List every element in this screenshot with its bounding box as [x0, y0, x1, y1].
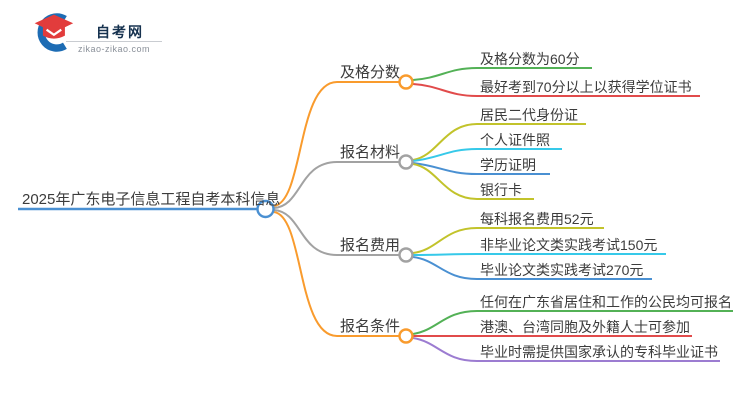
- leaf-label-pass-60[interactable]: 及格分数为60分: [480, 51, 580, 67]
- site-name: 自考网: [96, 24, 144, 40]
- leaf-label-bank-card[interactable]: 银行卡: [480, 182, 522, 198]
- branch-curve-passing-score: [273, 81, 399, 207]
- branch-label-passing-score[interactable]: 及格分数: [340, 64, 401, 81]
- branch-curve-conditions: [273, 211, 399, 337]
- leaf-line-pass-60: [412, 67, 592, 81]
- leaf-label-edu-proof[interactable]: 学历证明: [480, 157, 536, 173]
- branch-label-conditions[interactable]: 报名条件: [340, 318, 401, 335]
- leaf-line-diploma: [412, 337, 720, 362]
- leaf-line-residents: [412, 310, 733, 335]
- leaf-line-fee-52: [412, 227, 604, 254]
- leaf-line-edu-proof: [412, 162, 550, 175]
- branch-label-fees[interactable]: 报名费用: [340, 237, 401, 254]
- leaf-line-degree-70: [412, 83, 700, 97]
- leaf-label-degree-70[interactable]: 最好考到70分以上以获得学位证书: [480, 79, 692, 95]
- leaf-line-id-card: [412, 123, 586, 161]
- leaf-line-fee-270: [412, 256, 652, 280]
- graduation-cap-icon: [34, 13, 74, 52]
- leaf-label-residents[interactable]: 任何在广东省居住和工作的公民均可报名: [480, 294, 732, 310]
- branch-node-circle-fees[interactable]: [398, 247, 414, 263]
- leaf-label-fee-150[interactable]: 非毕业论文类实践考试150元: [480, 237, 658, 253]
- root-node-circle[interactable]: [256, 199, 275, 219]
- leaf-line-fee-150: [412, 253, 666, 256]
- leaf-label-fee-270[interactable]: 毕业论文类实践考试270元: [480, 262, 644, 278]
- leaf-label-fee-52[interactable]: 每科报名费用52元: [480, 211, 594, 227]
- site-logo[interactable]: 自考网 zikao-zikao.com: [30, 8, 180, 58]
- branch-node-circle-materials[interactable]: [398, 154, 414, 170]
- branch-node-circle-passing-score[interactable]: [398, 74, 414, 90]
- site-domain: zikao-zikao.com: [77, 44, 151, 54]
- root-topic-label[interactable]: 2025年广东电子信息工程自考本科信息: [22, 191, 281, 208]
- branch-node-circle-conditions[interactable]: [398, 328, 414, 344]
- branch-label-materials[interactable]: 报名材料: [340, 144, 401, 161]
- leaf-label-photo[interactable]: 个人证件照: [480, 132, 550, 148]
- leaf-label-id-card[interactable]: 居民二代身份证: [480, 107, 578, 123]
- leaf-label-diploma[interactable]: 毕业时需提供国家承认的专科毕业证书: [480, 344, 718, 360]
- logo-divider: [66, 41, 162, 42]
- branch-curve-fees: [273, 209, 399, 256]
- leaf-label-hk-mo-tw[interactable]: 港澳、台湾同胞及外籍人士可参加: [480, 319, 690, 335]
- leaf-line-photo: [412, 148, 562, 162]
- leaf-line-bank-card: [412, 163, 534, 200]
- branch-curve-materials: [273, 161, 399, 209]
